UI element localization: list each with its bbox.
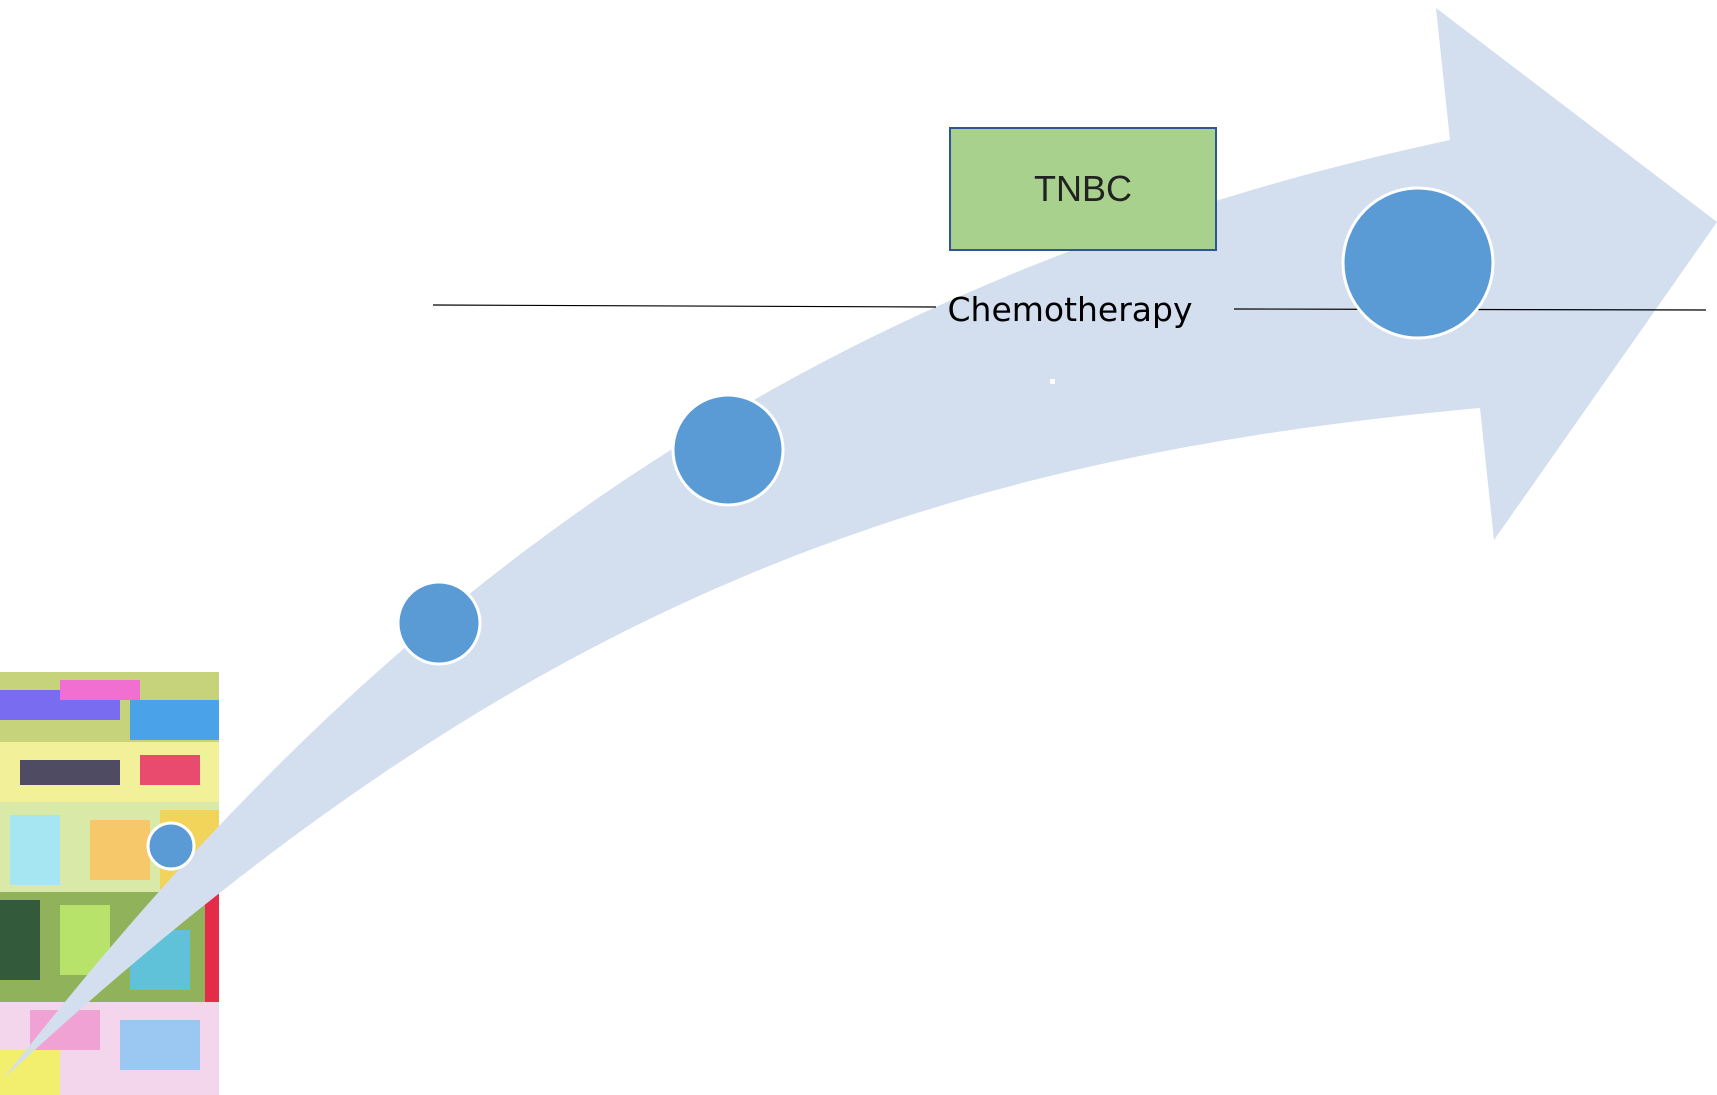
tnbc-box: TNBC	[949, 127, 1217, 251]
timeline-node-3	[671, 393, 785, 507]
chemotherapy-label: Chemotherapy	[938, 284, 1202, 334]
glitched-photo-icon	[0, 672, 219, 1095]
curved-arrow	[4, 8, 1717, 1078]
speck	[1050, 379, 1055, 384]
timeline-node-2	[396, 580, 482, 666]
timeline-node-4	[1341, 186, 1495, 340]
chemotherapy-line-left	[432, 304, 937, 308]
tnbc-label: TNBC	[1034, 168, 1132, 209]
chemotherapy-text: Chemotherapy	[947, 289, 1193, 329]
timeline-node-1	[146, 821, 196, 871]
